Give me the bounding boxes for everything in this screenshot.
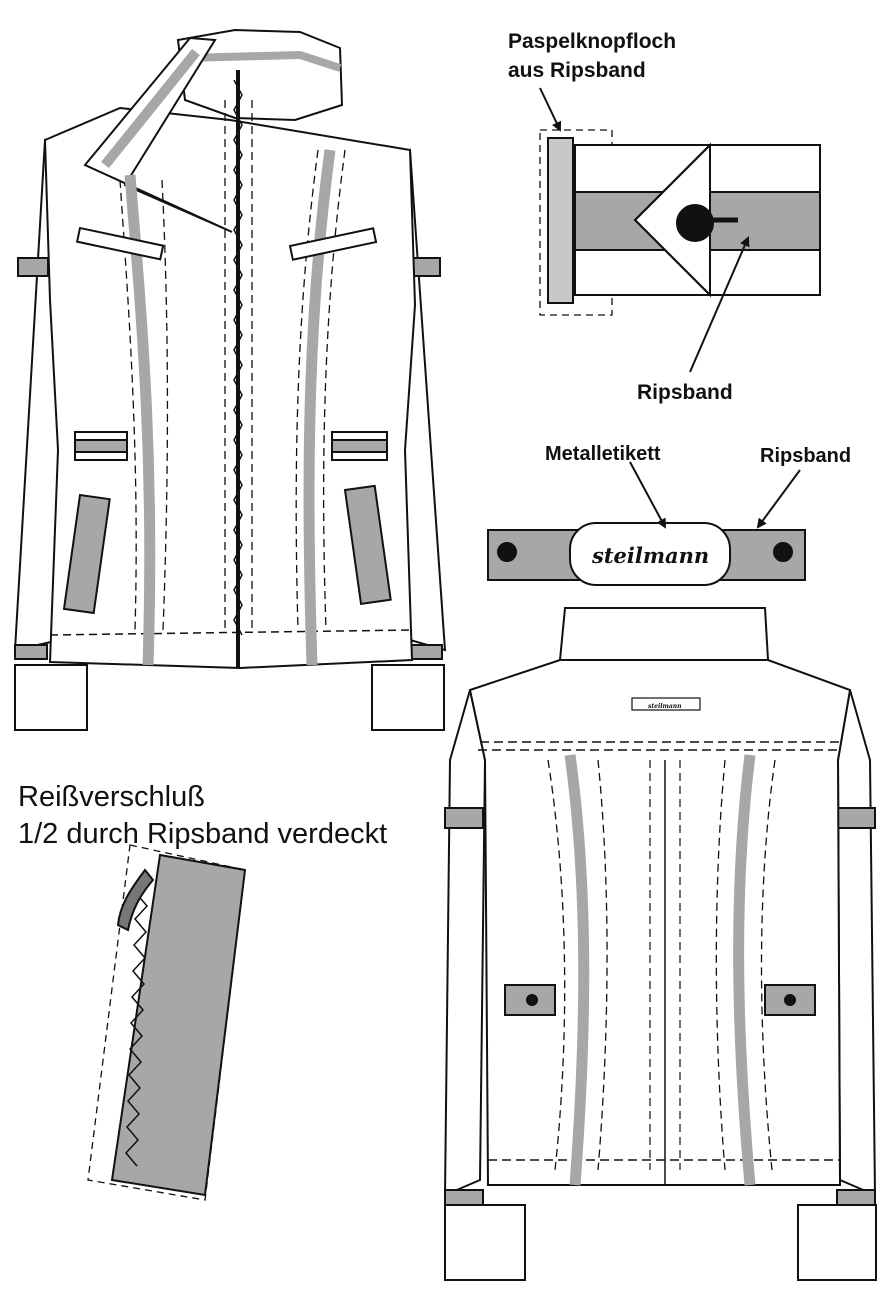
center-zipper-teeth <box>233 79 243 636</box>
metal-label-plate <box>569 522 731 586</box>
zipper-label-line2: 1/2 durch Ripsband verdeckt <box>18 818 387 850</box>
left-sleeve-cuff-band <box>14 644 48 660</box>
buttonhole-button <box>676 204 714 242</box>
zipper-puller <box>116 868 155 932</box>
back-collar <box>558 607 770 661</box>
right-lower-pocket <box>343 484 392 606</box>
front-lapel <box>83 36 233 233</box>
zipper-detail <box>87 844 247 1201</box>
left-chest-zipper <box>75 226 165 261</box>
back-mini-label-text: steilmann <box>648 703 682 710</box>
zipper-label-line1: Reißverschluß <box>18 781 205 813</box>
buttonhole-detail <box>539 129 821 316</box>
metal-label-label: Metalletikett <box>545 443 661 465</box>
buttonhole-label-line2: aus Ripsband <box>508 59 646 82</box>
left-sleeve-stripe <box>17 257 49 277</box>
front-right-tape <box>303 149 336 666</box>
zipper-teeth <box>124 879 149 1167</box>
back-view-jacket <box>443 607 877 1281</box>
front-left-tape <box>124 174 156 666</box>
back-right-cuff <box>797 1204 877 1281</box>
brand-label-text: steilmann <box>591 543 709 568</box>
buttonhole-label-line1: Paspelknopfloch <box>508 30 676 53</box>
back-left-sleeve <box>443 689 487 1197</box>
grosgrain-tab-label: Ripsband <box>637 381 733 404</box>
back-left-tape <box>564 754 590 1186</box>
front-view-jacket <box>13 28 447 731</box>
right-sleeve-cuff-band <box>409 644 443 660</box>
back-body <box>468 659 852 1186</box>
right-sleeve-cuff <box>371 664 445 731</box>
back-left-cuff <box>444 1204 526 1281</box>
back-right-sleeve <box>836 689 877 1197</box>
grosgrain-label: Ripsband <box>760 445 851 467</box>
zipper-grosgrain-cover <box>110 853 247 1197</box>
back-mini-label <box>631 697 701 711</box>
metal-label-detail <box>487 522 806 586</box>
back-right-tape <box>733 754 756 1186</box>
left-sleeve-cuff <box>14 664 88 731</box>
left-lower-pocket <box>62 493 111 615</box>
right-chest-zipper <box>288 227 378 261</box>
